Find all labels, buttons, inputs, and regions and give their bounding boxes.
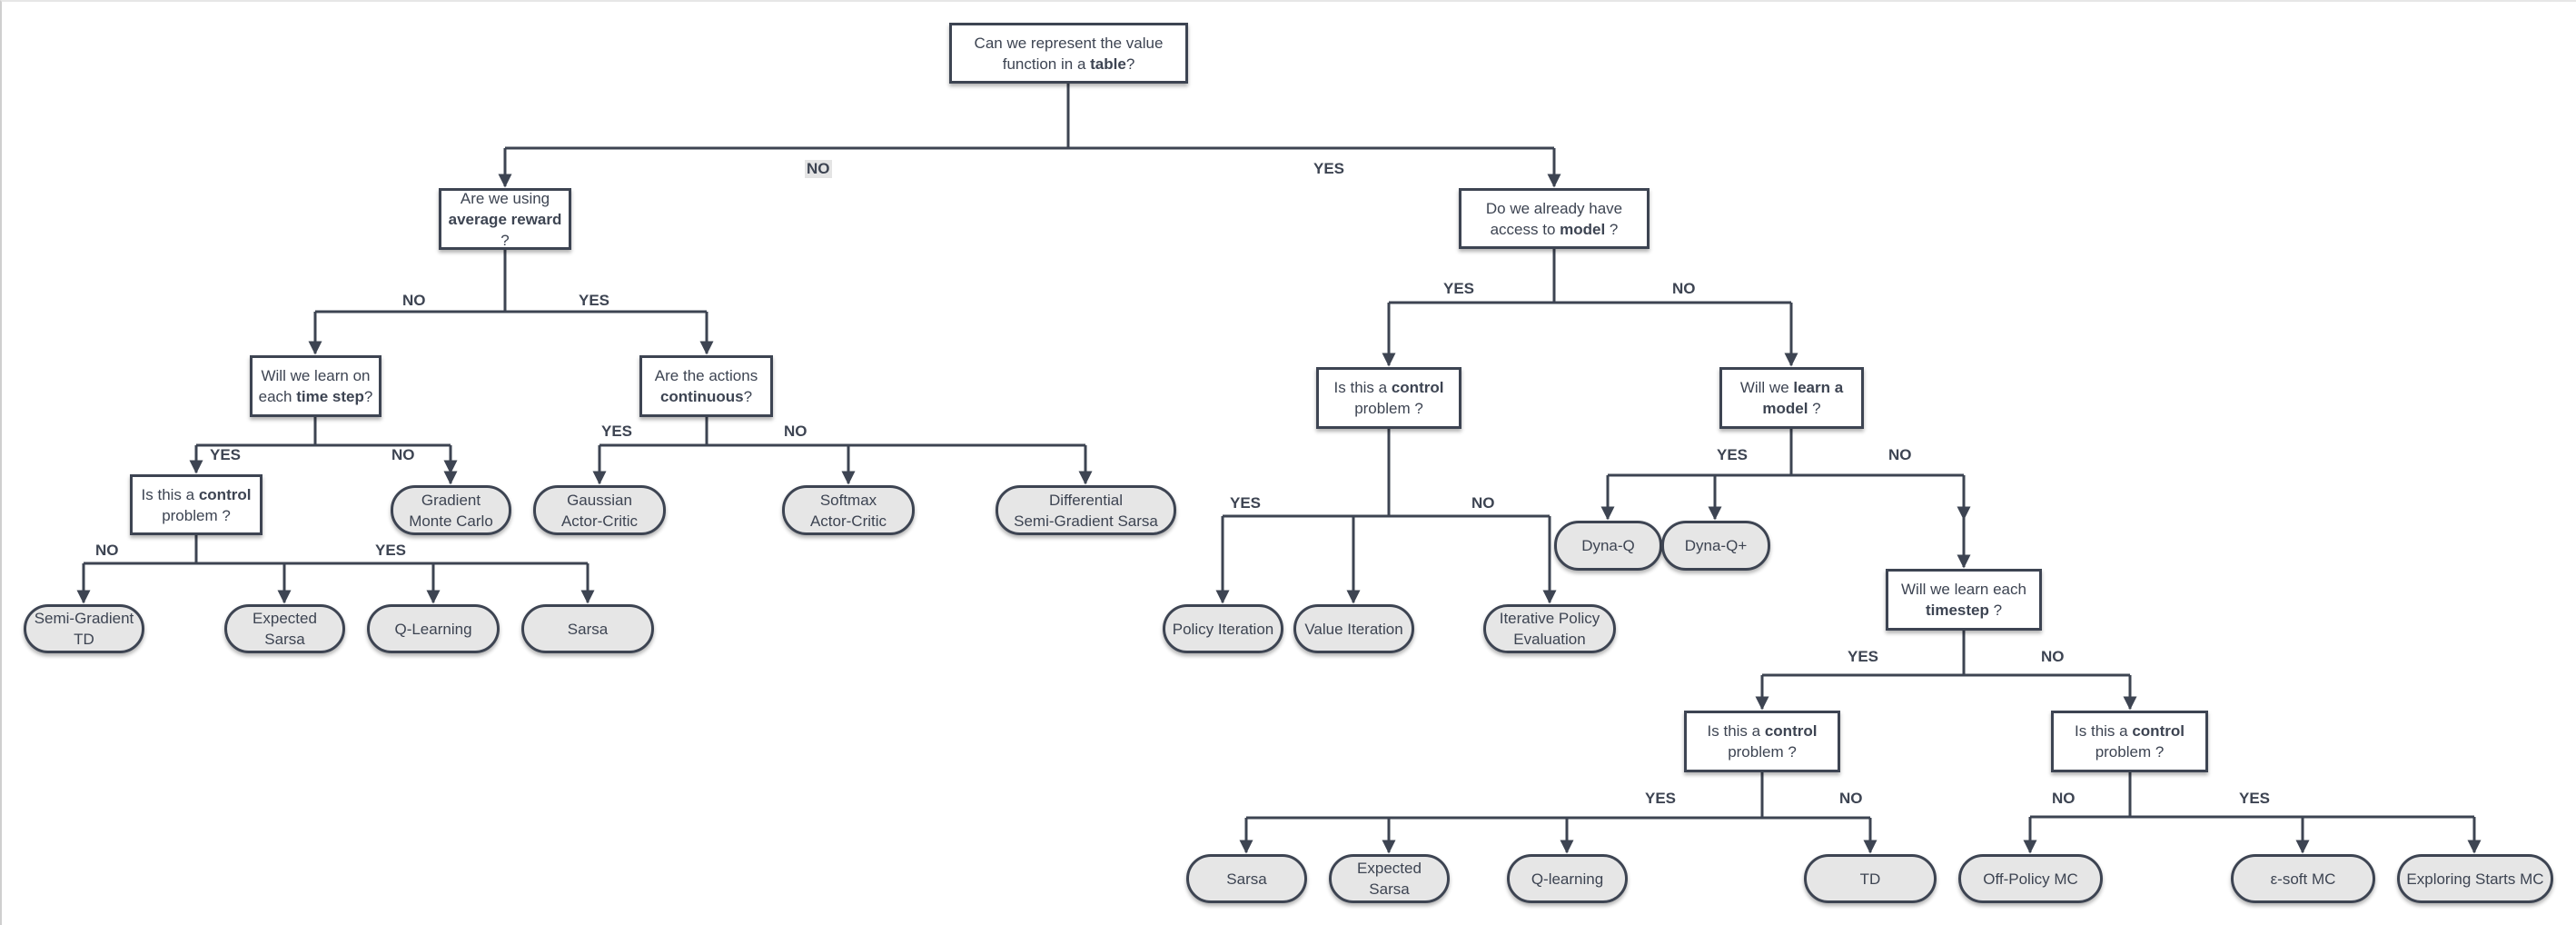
branch-label-table-no: NO <box>805 160 832 178</box>
leaf-td: TD <box>1804 854 1937 903</box>
branch-label-control-no-no: NO <box>2052 790 2076 807</box>
leaf-policy-iteration: Policy Iteration <box>1163 604 1283 653</box>
branch-label-control-yes-no: NO <box>1839 790 1863 807</box>
branch-label-control-left-yes: YES <box>375 542 407 559</box>
leaf-sarsa-left: Sarsa <box>521 604 654 653</box>
branch-label-continuous-yes: YES <box>601 423 633 440</box>
leaf-exploring-starts-mc: Exploring Starts MC <box>2397 854 2553 903</box>
branch-label-table-yes: YES <box>1313 160 1345 177</box>
branch-label-control-mid-no: NO <box>1471 494 1495 512</box>
branch-label-avg-no: NO <box>402 292 426 309</box>
leaf-q-learning-left: Q-Learning <box>367 604 500 653</box>
branch-label-control-no-yes: YES <box>2239 790 2271 807</box>
leaf-value-iteration: Value Iteration <box>1293 604 1414 653</box>
leaf-off-policy-mc: Off-Policy MC <box>1958 854 2103 903</box>
leaf-expected-sarsa-right: Expected Sarsa <box>1329 854 1450 903</box>
branch-label-timestep-no: NO <box>391 446 415 463</box>
leaf-sarsa-right: Sarsa <box>1186 854 1307 903</box>
leaf-q-learning-right: Q-learning <box>1507 854 1628 903</box>
branch-label-timestep-right-yes: YES <box>1848 648 1879 665</box>
branch-label-avg-yes: YES <box>579 292 610 309</box>
leaf-dyna-q-plus: Dyna-Q+ <box>1661 521 1770 571</box>
branch-label-model-no: NO <box>1672 280 1696 297</box>
branch-label-model-yes: YES <box>1443 280 1475 297</box>
branch-label-timestep-right-no: NO <box>2041 648 2065 665</box>
leaf-expected-sarsa-left: Expected Sarsa <box>224 604 345 653</box>
leaf-epsilon-soft-mc: ε-soft MC <box>2231 854 2375 903</box>
branch-label-control-yes-yes: YES <box>1645 790 1677 807</box>
branch-label-continuous-no: NO <box>784 423 807 440</box>
branch-label-timestep-yes: YES <box>210 446 242 463</box>
branch-label-control-left-no: NO <box>95 542 119 559</box>
leaf-dyna-q: Dyna-Q <box>1554 521 1662 571</box>
branch-label-learn-model-no: NO <box>1888 446 1912 463</box>
branch-label-control-mid-yes: YES <box>1230 494 1262 512</box>
branch-label-learn-model-yes: YES <box>1717 446 1749 463</box>
